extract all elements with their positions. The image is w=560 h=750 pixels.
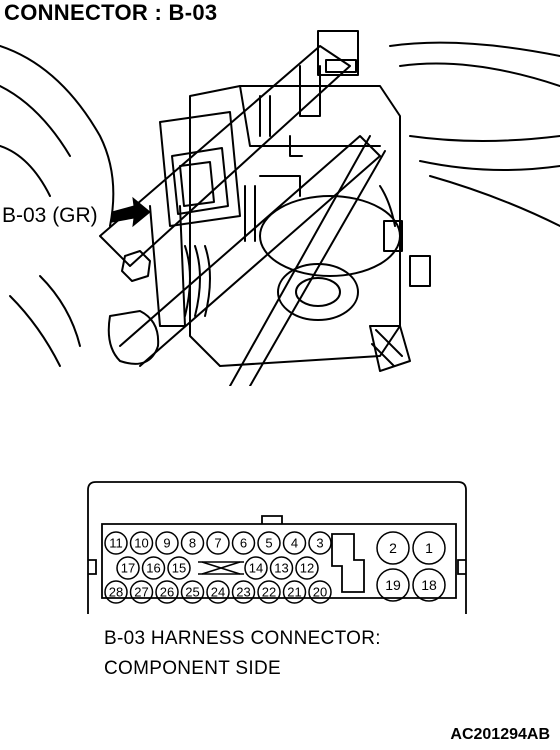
engine-bay-illustration (0, 30, 560, 386)
pin-6: 6 (231, 531, 256, 555)
svg-text:28: 28 (109, 585, 123, 600)
svg-text:6: 6 (240, 536, 247, 551)
pin-10: 10 (129, 531, 154, 555)
svg-text:10: 10 (134, 536, 148, 551)
pin-25: 25 (180, 580, 205, 604)
pin-14: 14 (244, 556, 268, 580)
pin-2: 2 (376, 531, 410, 565)
pin-27: 27 (129, 580, 154, 604)
pin-23: 23 (231, 580, 256, 604)
caption-line-1: B-03 HARNESS CONNECTOR: (104, 628, 381, 649)
svg-text:4: 4 (291, 536, 298, 551)
svg-text:13: 13 (274, 561, 288, 576)
svg-text:1: 1 (425, 540, 433, 556)
svg-text:24: 24 (211, 585, 225, 600)
svg-text:18: 18 (421, 577, 437, 593)
svg-text:17: 17 (121, 561, 135, 576)
svg-text:8: 8 (189, 536, 196, 551)
pin-19: 19 (376, 568, 410, 602)
pin-15: 15 (167, 556, 191, 580)
pin-26: 26 (155, 580, 179, 604)
pin-17: 17 (116, 556, 140, 580)
svg-text:9: 9 (163, 536, 170, 551)
svg-text:12: 12 (300, 561, 314, 576)
svg-text:23: 23 (236, 585, 250, 600)
svg-text:22: 22 (262, 585, 276, 600)
svg-text:26: 26 (160, 585, 174, 600)
callout-arrow-icon (111, 196, 151, 228)
svg-text:11: 11 (109, 536, 123, 551)
pin-5: 5 (257, 531, 281, 555)
pin-28: 28 (104, 580, 128, 604)
pin-11: 11 (104, 531, 128, 555)
svg-text:27: 27 (134, 585, 148, 600)
pin-4: 4 (282, 531, 307, 555)
diagram-title: CONNECTOR : B-03 (4, 0, 218, 25)
svg-text:5: 5 (265, 536, 272, 551)
pin-9: 9 (155, 531, 179, 555)
pin-1: 1 (412, 531, 446, 565)
connector-caption: B-03 HARNESS CONNECTOR: COMPONENT SIDE (104, 624, 381, 684)
pin-24: 24 (206, 580, 230, 604)
svg-text:21: 21 (287, 585, 301, 600)
figure-id: AC201294AB (450, 726, 550, 743)
pin-8: 8 (180, 531, 205, 555)
svg-text:20: 20 (313, 585, 327, 600)
pin-13: 13 (269, 556, 294, 580)
pin-20: 20 (308, 580, 332, 604)
pin-22: 22 (257, 580, 281, 604)
callout-label: B-03 (GR) (2, 204, 98, 227)
pin-12: 12 (295, 556, 319, 580)
pin-7: 7 (206, 531, 230, 555)
svg-text:25: 25 (185, 585, 199, 600)
pin-21: 21 (282, 580, 307, 604)
svg-text:2: 2 (389, 540, 397, 556)
pin-3: 3 (308, 531, 332, 555)
caption-line-2: COMPONENT SIDE (104, 658, 281, 679)
svg-text:14: 14 (249, 561, 263, 576)
svg-text:19: 19 (385, 577, 401, 593)
pin-18: 18 (412, 568, 446, 602)
svg-text:16: 16 (146, 561, 160, 576)
svg-text:7: 7 (214, 536, 221, 551)
pin-16: 16 (141, 556, 166, 580)
svg-text:3: 3 (316, 536, 323, 551)
svg-text:15: 15 (172, 561, 186, 576)
